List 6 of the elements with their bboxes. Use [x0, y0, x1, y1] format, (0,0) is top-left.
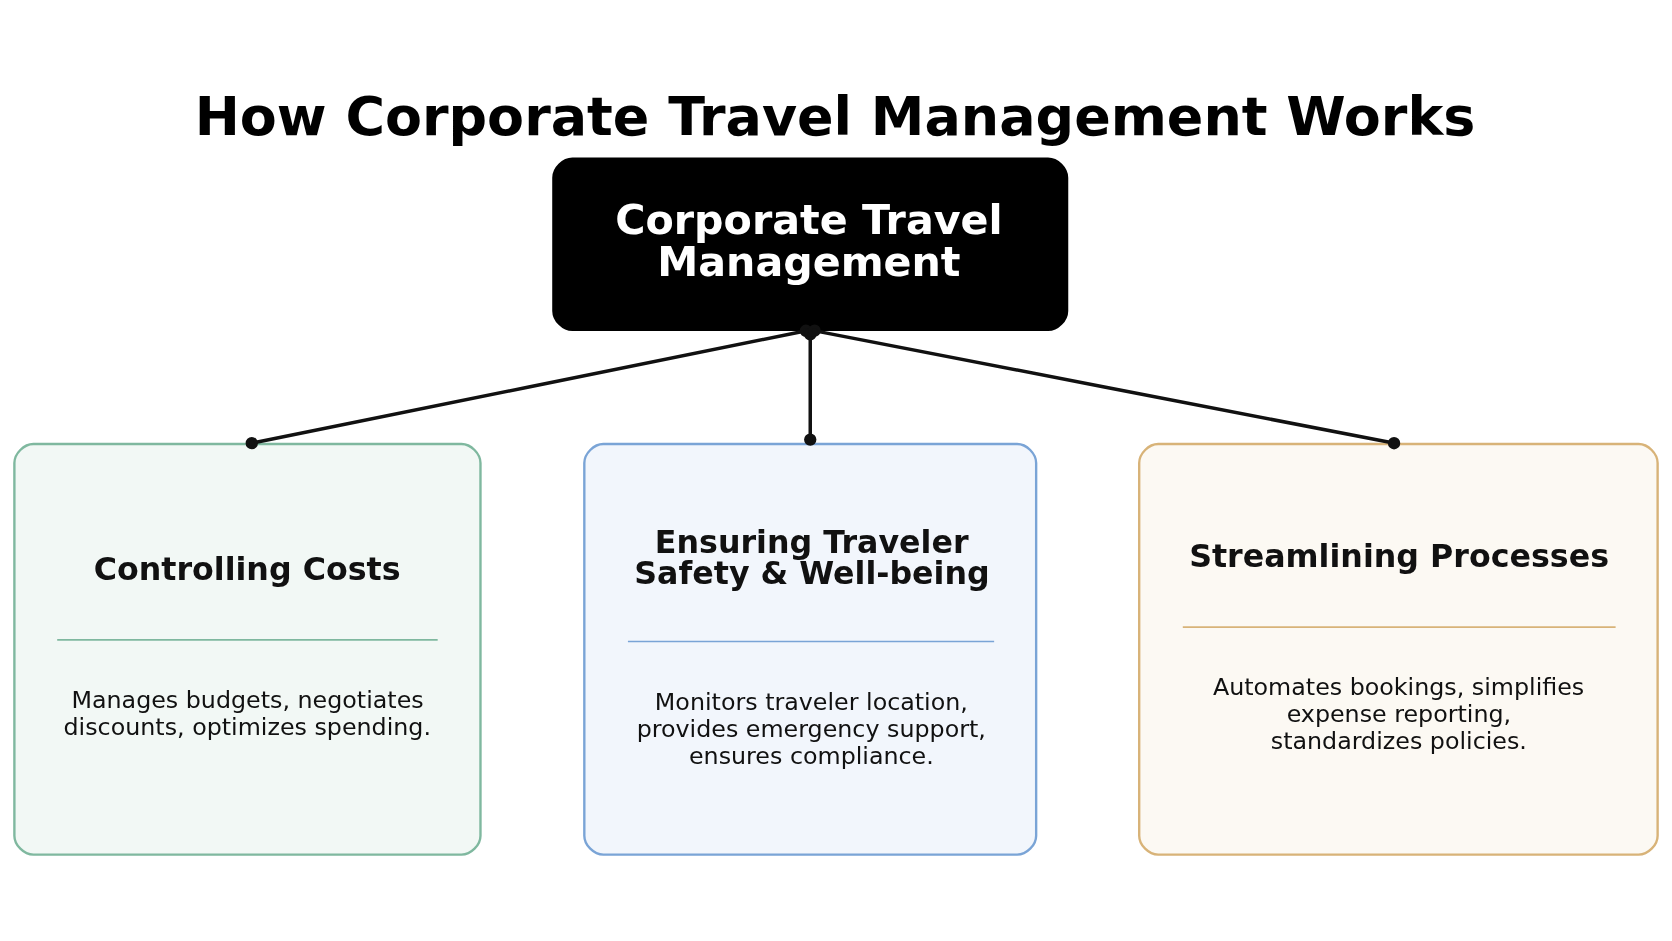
node-box: Corporate Travel Management	[552, 157, 1069, 331]
node-box: Ensuring Traveler Safety & Well-being Monitors traveler location, provides emergency support, ensures compliance.	[583, 442, 1038, 856]
diagram-title: How Corporate Travel Management Works	[194, 84, 1476, 148]
node-box: Controlling Costs Manages budgets, negotiates discounts, optimizes spending.	[13, 442, 482, 856]
connector	[808, 324, 1401, 449]
node-box: Streamlining Processes Automates bookings, simplifies expense reporting, standardizes policies.	[1138, 442, 1659, 856]
